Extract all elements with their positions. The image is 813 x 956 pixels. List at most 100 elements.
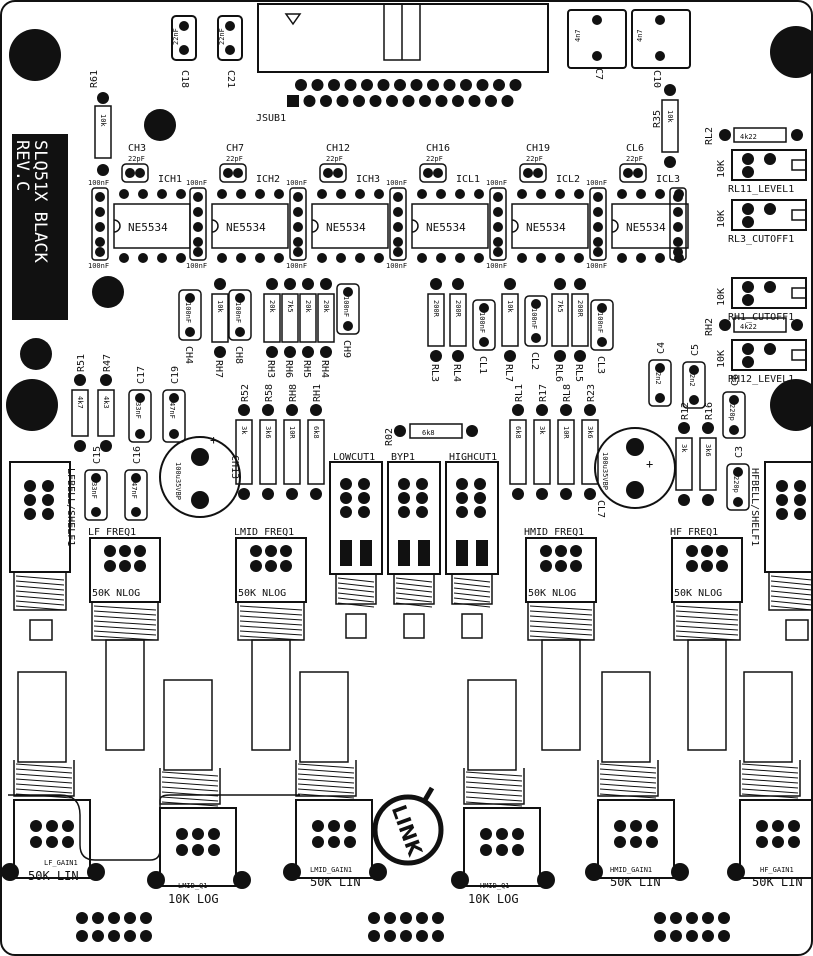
svg-text:R02: R02	[384, 428, 395, 446]
decoupling-right	[669, 187, 687, 261]
svg-text:CH7: CH7	[226, 143, 244, 154]
svg-text:R51: R51	[76, 354, 87, 372]
c7-value: 4n7	[574, 29, 582, 42]
svg-text:RH1: RH1	[312, 384, 323, 402]
svg-text:7k5: 7k5	[556, 300, 564, 313]
resistor-rl2: 4k22 RL2	[704, 127, 803, 145]
svg-text:HIGHCUT1: HIGHCUT1	[449, 452, 497, 463]
svg-text:ICL3: ICL3	[656, 174, 680, 185]
svg-text:50K NLOG: 50K NLOG	[238, 588, 286, 599]
resistor-r51: 4k7 R51	[71, 354, 89, 452]
svg-text:200R: 200R	[432, 300, 440, 318]
svg-text:20k: 20k	[322, 300, 330, 313]
svg-text:R17: R17	[538, 384, 549, 402]
resistor-r35: 10k R35	[652, 84, 679, 168]
svg-text:2n2: 2n2	[654, 372, 662, 385]
svg-text:4k7: 4k7	[76, 396, 84, 409]
board-revision: REV.C	[12, 140, 32, 192]
svg-text:C6: C6	[730, 374, 741, 386]
svg-text:100nF: 100nF	[530, 308, 538, 329]
mounting-hole	[6, 379, 58, 431]
svg-text:10k: 10k	[666, 110, 674, 123]
hf-bell-shelf-switch[interactable]: HFBELL/SHELF1	[749, 461, 813, 641]
lf-bell-shelf-switch[interactable]: LFBELL/SHELF1	[9, 461, 76, 641]
svg-text:RL7: RL7	[503, 364, 514, 382]
svg-text:HF_GAIN1: HF_GAIN1	[760, 866, 794, 874]
hfbs-label: HFBELL/SHELF1	[749, 468, 760, 546]
svg-text:10K LOG: 10K LOG	[468, 892, 519, 906]
svg-text:RH2: RH2	[704, 318, 715, 336]
c18-value: 22nF	[172, 28, 180, 45]
resistor-r02: 6k8 R02	[384, 423, 478, 446]
c10-value: 4n7	[636, 29, 644, 42]
svg-text:3k6: 3k6	[586, 426, 594, 439]
svg-text:ICH3: ICH3	[356, 174, 380, 185]
svg-text:100nF: 100nF	[386, 179, 407, 187]
svg-text:33nF: 33nF	[134, 402, 142, 419]
svg-text:RH5: RH5	[301, 360, 312, 378]
svg-text:22pF: 22pF	[526, 155, 543, 163]
svg-text:3k: 3k	[538, 426, 546, 435]
svg-text:C5: C5	[690, 344, 701, 356]
svg-text:22pF: 22pF	[426, 155, 443, 163]
svg-text:4k22: 4k22	[740, 323, 757, 331]
mounting-hole	[9, 29, 61, 81]
switch-highcut1[interactable]: HIGHCUT1	[445, 452, 499, 639]
svg-text:10k: 10k	[216, 300, 224, 313]
svg-text:RH12_LEVEL1: RH12_LEVEL1	[728, 374, 794, 385]
svg-text:RH1_CUTOFF1: RH1_CUTOFF1	[728, 312, 794, 323]
switch-byp1[interactable]: BYP1	[387, 452, 441, 639]
svg-text:CL3: CL3	[595, 356, 606, 374]
cap-cl3: 100nF CL3	[590, 299, 614, 374]
svg-text:HMID_GAIN1: HMID_GAIN1	[610, 866, 652, 874]
svg-text:22pF: 22pF	[626, 155, 643, 163]
svg-text:RH8: RH8	[288, 384, 299, 402]
svg-text:HMID_FREQ1: HMID_FREQ1	[524, 527, 584, 538]
svg-text:6k8: 6k8	[312, 426, 320, 439]
svg-text:10R: 10R	[562, 426, 570, 439]
svg-text:LF_GAIN1: LF_GAIN1	[44, 859, 78, 867]
svg-text:CH9: CH9	[341, 340, 352, 358]
svg-text:220p: 220p	[728, 404, 736, 421]
resistor-r61: 10k R61	[89, 70, 112, 176]
switch-lowcut1[interactable]: LOWCUT1	[329, 452, 383, 639]
svg-text:50K NLOG: 50K NLOG	[674, 588, 722, 599]
svg-text:NE5534: NE5534	[526, 221, 566, 234]
svg-text:100nF: 100nF	[486, 262, 507, 270]
jsub-connector: JSUB1	[256, 3, 549, 124]
header-pins	[654, 912, 730, 942]
svg-text:C4: C4	[656, 342, 667, 354]
svg-text:10K: 10K	[716, 210, 727, 228]
svg-text:R61: R61	[89, 70, 100, 88]
svg-text:4k3: 4k3	[102, 396, 110, 409]
svg-text:CH4: CH4	[183, 346, 194, 364]
resistor-rh1: 6k8 RH1	[307, 384, 325, 500]
mounting-hole	[770, 26, 813, 78]
svg-text:100nF: 100nF	[596, 312, 604, 333]
